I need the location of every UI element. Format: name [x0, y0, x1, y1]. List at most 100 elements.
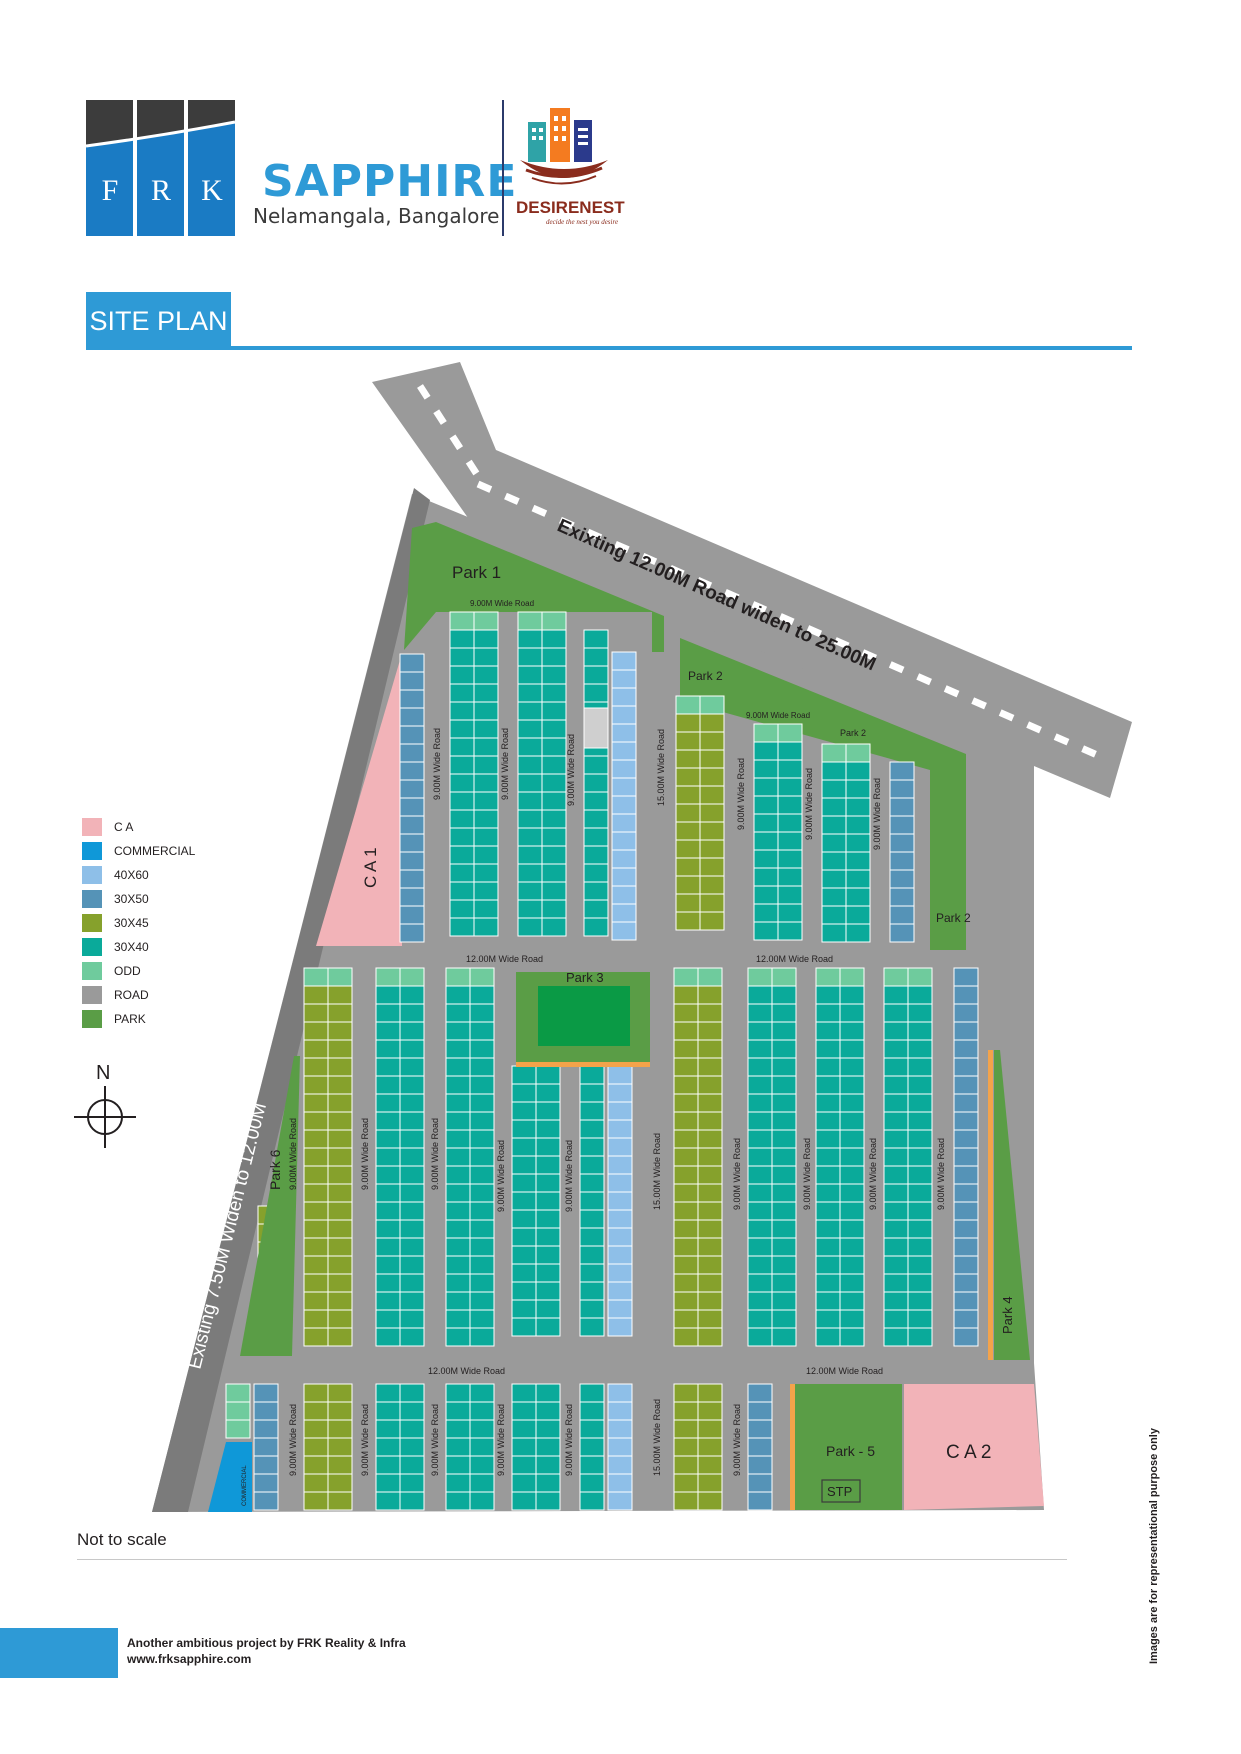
legend-item: C A: [82, 815, 195, 839]
plot: [883, 1093, 909, 1113]
plot: [883, 1057, 909, 1077]
park-4: [994, 1050, 1030, 1360]
lane-road-label: 9.00M Wide Road: [732, 1138, 742, 1210]
plot: [303, 1057, 329, 1077]
plot: [535, 1065, 561, 1085]
plot: [469, 1401, 495, 1421]
plot: [541, 881, 567, 901]
plot: [839, 1183, 865, 1203]
plot: [511, 1155, 537, 1175]
lane-road-label: 9.00M Wide Road: [430, 1404, 440, 1476]
plot: [697, 1003, 723, 1023]
plot: [445, 1003, 471, 1023]
plot: [541, 701, 567, 721]
plot: [517, 611, 543, 631]
plot: [579, 1191, 605, 1211]
plot: [771, 1039, 797, 1059]
legend-swatch: [82, 914, 102, 932]
legend-label: ROAD: [114, 988, 149, 1002]
plot: [673, 1201, 699, 1221]
plot: [303, 1039, 329, 1059]
plot: [579, 1245, 605, 1265]
plot: [815, 1183, 841, 1203]
plot: [303, 1473, 329, 1493]
legend-item: COMMERCIAL: [82, 839, 195, 863]
plot: [699, 821, 725, 841]
plot: [953, 1255, 979, 1275]
plot: [673, 1075, 699, 1095]
plot: [839, 1165, 865, 1185]
plot: [839, 1201, 865, 1221]
plot: [883, 1039, 909, 1059]
plot: [607, 1299, 633, 1319]
plot: [771, 1291, 797, 1311]
plot: [445, 1147, 471, 1167]
plot: [771, 1237, 797, 1257]
plot: [535, 1437, 561, 1457]
plot: [449, 629, 475, 649]
plot: [815, 1021, 841, 1041]
plot: [517, 719, 543, 739]
plot: [821, 815, 847, 835]
plot: [771, 1057, 797, 1077]
plot: [607, 1083, 633, 1103]
plot: [821, 797, 847, 817]
plot: [375, 1075, 401, 1095]
plot: [777, 885, 803, 905]
plot: [607, 1317, 633, 1337]
plot: [889, 905, 915, 925]
plot: [815, 1165, 841, 1185]
plot: [469, 985, 495, 1005]
lane-road-label: 9.00M Wide Road: [288, 1404, 298, 1476]
plot: [375, 1129, 401, 1149]
plot: [303, 985, 329, 1005]
frk-logo: F R K: [86, 100, 236, 236]
plot: [777, 795, 803, 815]
plot: [883, 1147, 909, 1167]
plot: [839, 1309, 865, 1329]
plot: [445, 1075, 471, 1095]
plot: [583, 809, 609, 829]
plot: [303, 1327, 329, 1347]
plot: [327, 1455, 353, 1475]
plot-blocks: [225, 611, 979, 1511]
plot: [611, 903, 637, 923]
plot: [445, 1093, 471, 1113]
plot: [815, 985, 841, 1005]
plot: [445, 1273, 471, 1293]
plot: [399, 1273, 425, 1293]
north-label: N: [96, 1062, 111, 1084]
plot: [579, 1401, 605, 1421]
plot: [907, 1291, 933, 1311]
plot: [327, 1491, 353, 1511]
plot: [753, 867, 779, 887]
plot: [753, 903, 779, 923]
plot: [699, 731, 725, 751]
plot: [583, 791, 609, 811]
cross-road-label-2: 12.00M Wide Road: [756, 954, 833, 964]
plot: [469, 967, 495, 987]
plot: [583, 863, 609, 883]
plot: [675, 911, 701, 931]
plot: [445, 1383, 471, 1403]
stp-box: [821, 1479, 861, 1503]
plot: [327, 1057, 353, 1077]
plot: [541, 629, 567, 649]
plot: [675, 803, 701, 823]
footer-website[interactable]: www.frksapphire.com: [127, 1652, 252, 1666]
plot: [445, 1219, 471, 1239]
plot: [469, 1437, 495, 1457]
plot: [473, 755, 499, 775]
lane-road-label: 9.00M Wide Road: [936, 1138, 946, 1210]
plot: [399, 985, 425, 1005]
ca-1-label: C A 1: [361, 847, 380, 888]
lane-road-label: 9.00M Wide Road: [360, 1404, 370, 1476]
plot: [673, 1401, 699, 1421]
plot: [953, 985, 979, 1005]
plot: [327, 1437, 353, 1457]
ca-2: [904, 1384, 1044, 1510]
plot: [517, 791, 543, 811]
plot: [747, 1437, 773, 1457]
plot: [883, 1183, 909, 1203]
plot: [753, 885, 779, 905]
